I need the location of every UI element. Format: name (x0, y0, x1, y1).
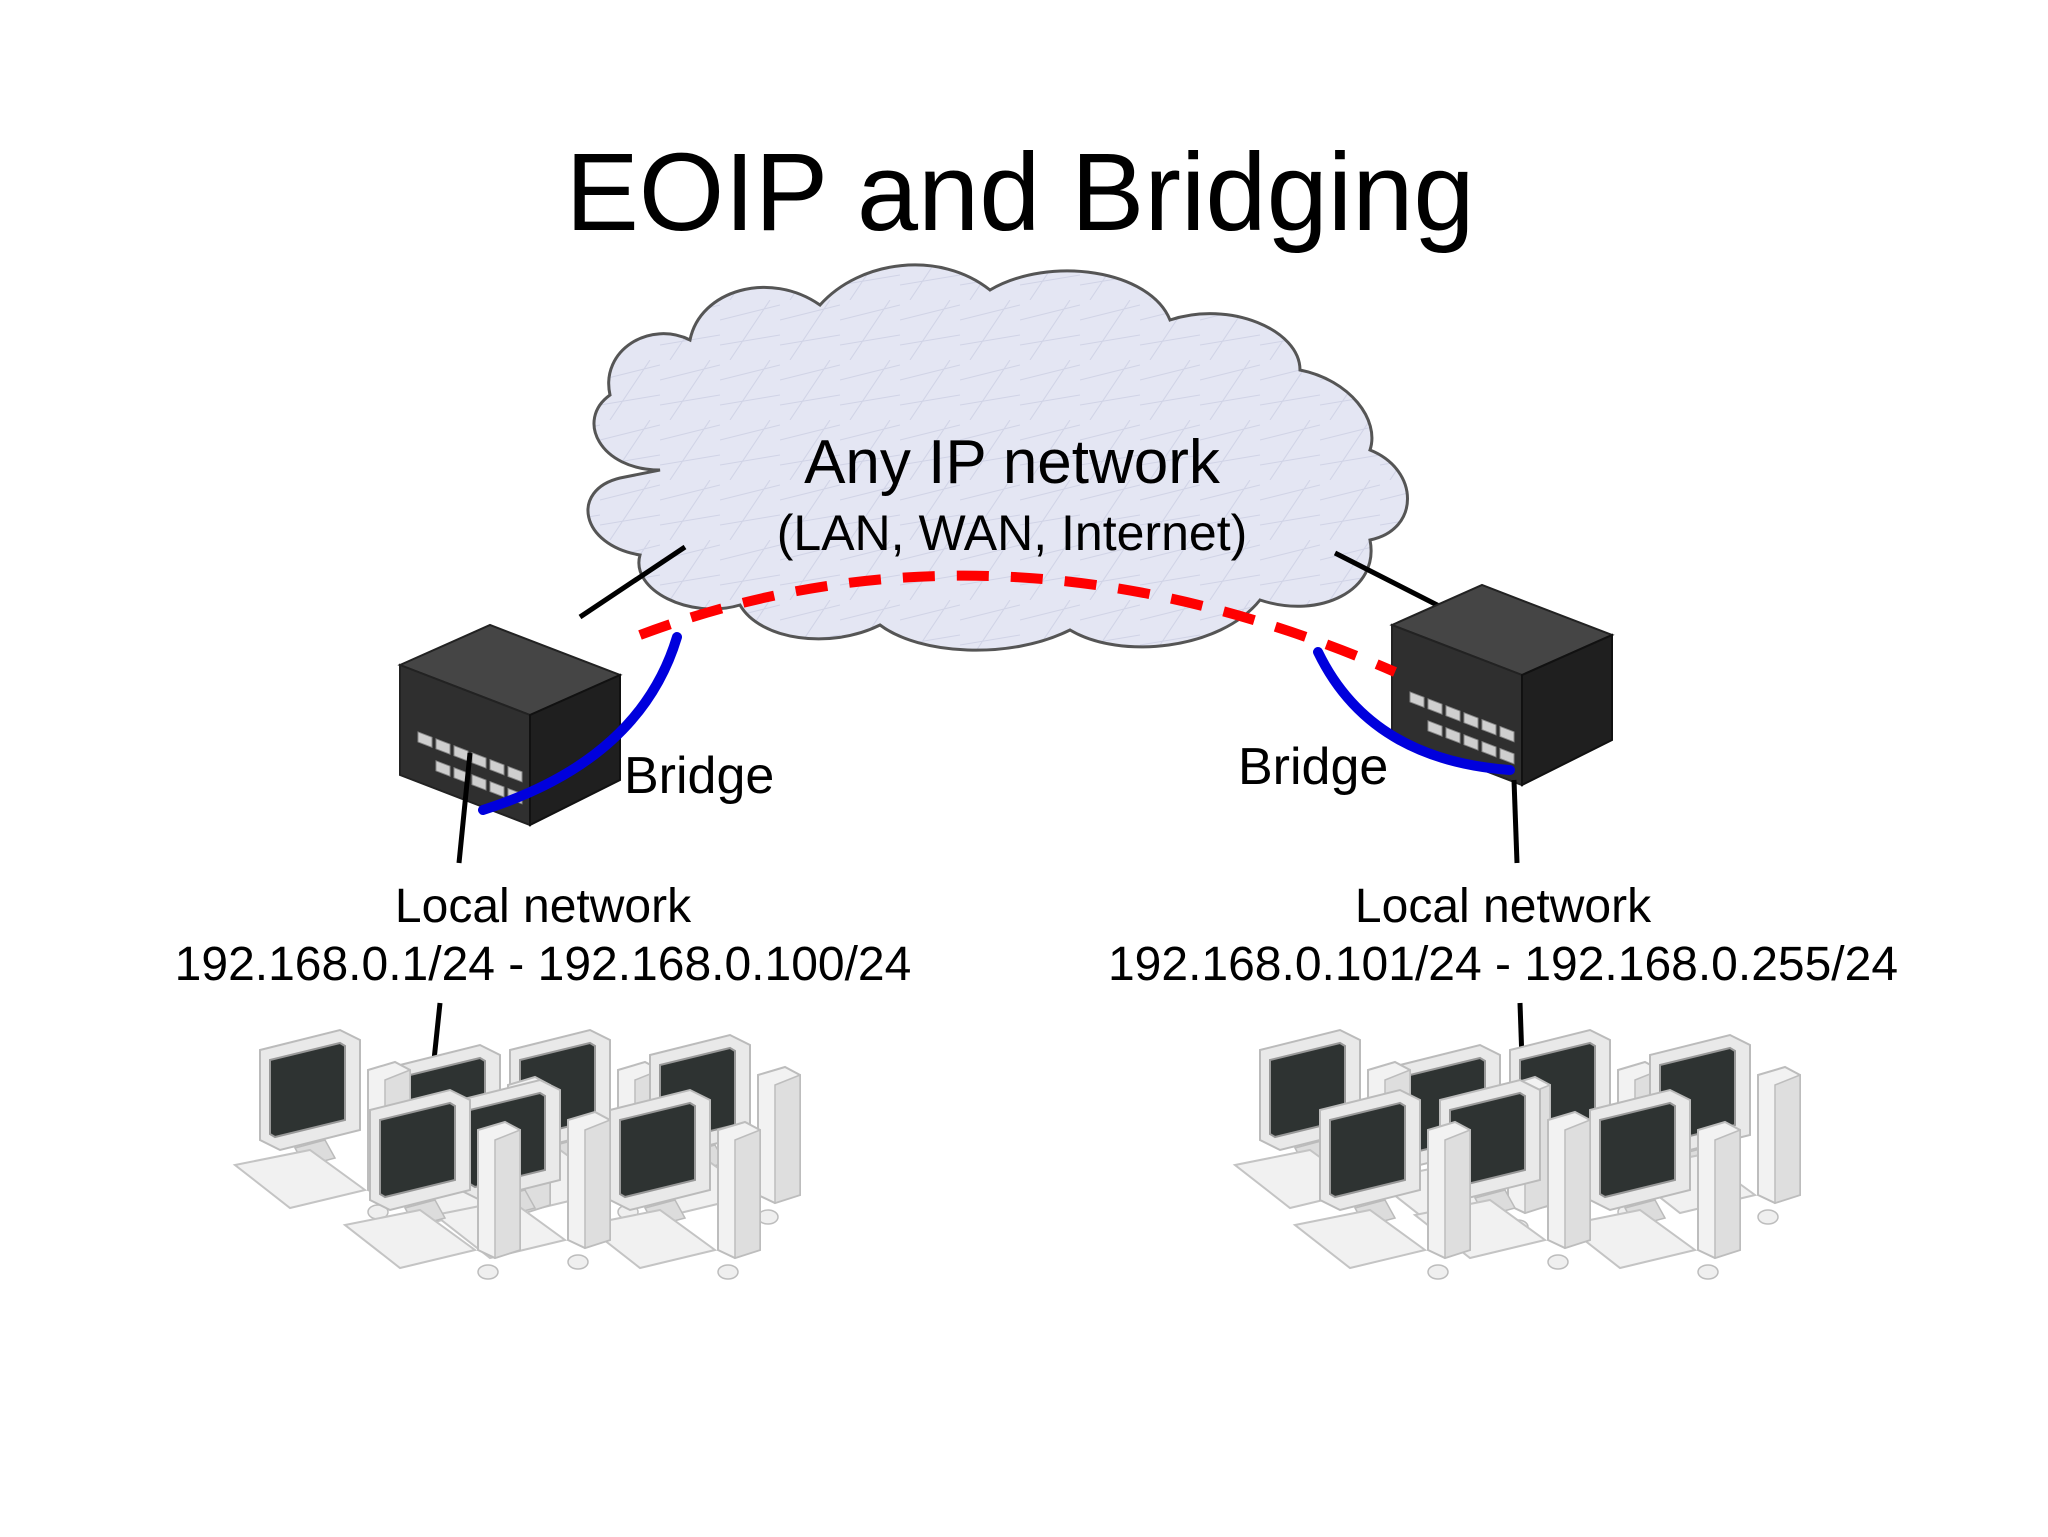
left-bridge-link (478, 632, 682, 815)
right-network-range: 192.168.0.101/24 - 192.168.0.255/24 (1108, 938, 1898, 991)
cloud-subtitle: (LAN, WAN, Internet) (777, 505, 1247, 561)
left-network-range: 192.168.0.1/24 - 192.168.0.100/24 (175, 938, 912, 991)
eoip-tunnel (638, 570, 1397, 677)
ip-network-cloud: Any IP network (LAN, WAN, Internet) (586, 263, 1409, 652)
page-title: EOIP and Bridging (565, 131, 1474, 254)
left-workstation-cluster (234, 1029, 801, 1280)
right-workstation-cluster (1234, 1029, 1801, 1280)
left-wan-cable (578, 544, 687, 620)
right-bridge-label: Bridge (1238, 738, 1388, 796)
right-lan-cable (1511, 779, 1520, 864)
left-bridge-label: Bridge (624, 747, 774, 805)
right-network-label: Local network (1355, 880, 1652, 933)
right-wan-cable (1333, 550, 1445, 611)
right-bridge-link (1313, 647, 1515, 775)
cloud-title: Any IP network (804, 428, 1221, 497)
left-lan-cable (456, 752, 473, 864)
left-network-label: Local network (395, 880, 692, 933)
left-router (399, 624, 621, 826)
left-pc-cable (431, 1002, 443, 1061)
